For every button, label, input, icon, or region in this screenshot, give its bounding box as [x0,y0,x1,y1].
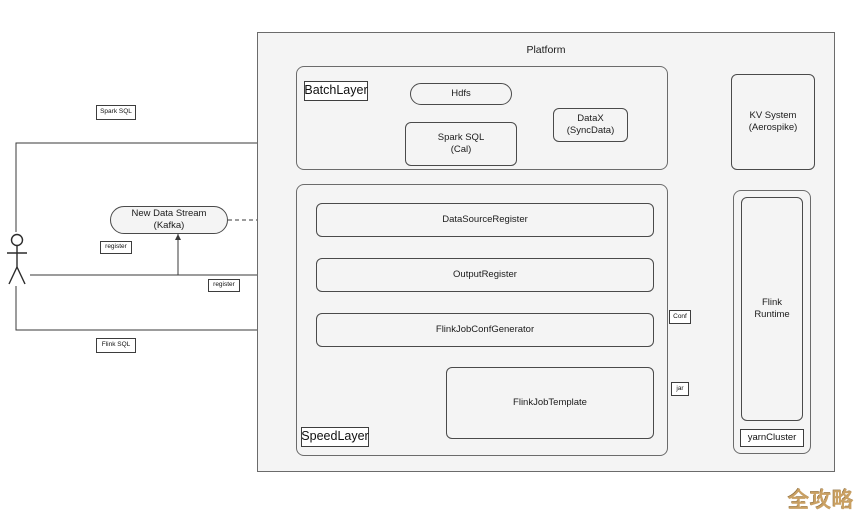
spark-sql-label-line1: Spark SQL [437,132,485,144]
edge-label-flink-sql: Flink SQL [96,338,136,353]
spark-sql-label-line2: (Cal) [450,144,472,155]
platform-title: Platform [526,44,566,56]
flink-runtime-label-line2: Runtime [754,309,790,320]
actor-icon [7,233,27,285]
user-actor[interactable] [4,232,30,286]
node-hdfs[interactable]: Hdfs [410,83,512,105]
flinkjobconfgenerator-label: FlinkJobConfGenerator [435,324,535,336]
outputregister-label: OutputRegister [453,269,517,281]
node-outputregister[interactable]: OutputRegister [316,258,654,292]
flinkjobtemplate-label: FlinkJobTemplate [513,397,587,409]
node-flinkjobtemplate[interactable]: FlinkJobTemplate [446,367,654,439]
batchlayer-label: BatchLayer [304,81,368,101]
flink-runtime-label-line1: Flink [761,297,783,309]
datax-label-line1: DataX [577,113,604,125]
node-datax[interactable]: DataX (SyncData) [553,108,628,142]
yarncluster-label: yarnCluster [740,429,804,447]
datax-label-line2: (SyncData) [566,125,615,136]
kv-system-label-line2: (Aerospike) [748,122,798,133]
hdfs-label: Hdfs [451,88,471,100]
node-flinkjobconfgenerator[interactable]: FlinkJobConfGenerator [316,313,654,347]
watermark: 全攻略 [788,487,854,512]
node-spark-sql[interactable]: Spark SQL (Cal) [405,122,517,166]
node-flink-runtime[interactable]: Flink Runtime [741,197,803,421]
datasourceregister-label: DataSourceRegister [442,214,528,226]
speedlayer-label: SpeedLayer [301,427,369,447]
node-kv-system[interactable]: KV System (Aerospike) [731,74,815,170]
node-datasourceregister[interactable]: DataSourceRegister [316,203,654,237]
edge-label-conf: Conf [669,310,691,324]
kafka-label-line2: (Kafka) [153,220,185,231]
node-new-data-stream-kafka[interactable]: New Data Stream (Kafka) [110,206,228,234]
kv-system-label-line1: KV System [749,110,797,122]
edge-label-spark-sql: Spark SQL [96,105,136,120]
kafka-label-line1: New Data Stream [131,208,207,220]
edge-label-register-2: register [208,279,240,292]
edge-label-jar: jar [671,382,689,396]
edge-label-register-1: register [100,241,132,254]
